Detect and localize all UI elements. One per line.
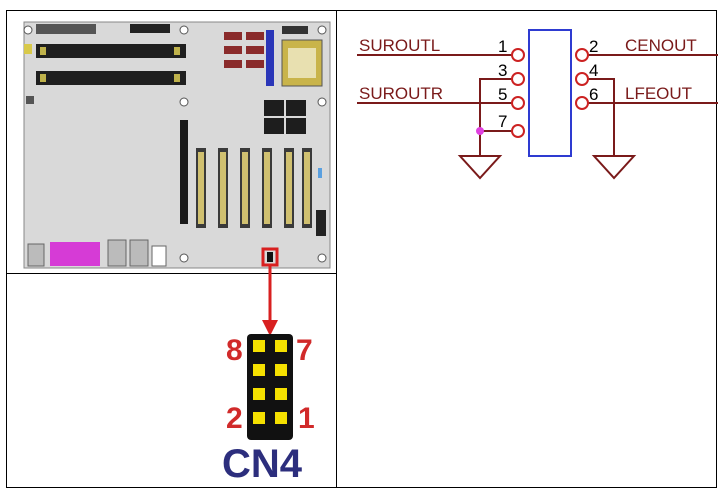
header-pin-label-top-right: 7	[296, 334, 313, 367]
signal-label-cenout: CENOUT	[625, 36, 697, 55]
row-divider	[6, 273, 337, 274]
header-pin-label-bottom-left: 2	[226, 402, 243, 435]
pin-number-2: 2	[589, 37, 598, 56]
header-pin-label-top-left: 8	[226, 334, 243, 367]
signal-label-suroutl: SUROUTL	[359, 36, 440, 55]
figure-frame	[6, 10, 717, 488]
motherboard-image	[23, 21, 331, 269]
pin-number-4: 4	[589, 61, 598, 80]
ground-symbol-icon	[457, 155, 503, 180]
header-pin-label-bottom-right: 1	[298, 402, 315, 435]
pin-number-1: 1	[498, 37, 507, 56]
connector-name: CN4	[222, 442, 303, 486]
pin-number-3: 3	[498, 61, 507, 80]
connector-body	[528, 29, 572, 157]
signal-label-suroutr: SUROUTR	[359, 84, 443, 103]
junction-dot	[476, 127, 484, 135]
pin-number-6: 6	[589, 85, 598, 104]
schematic	[357, 29, 718, 180]
pin-number-5: 5	[498, 85, 507, 104]
arrow-down-icon	[262, 265, 278, 336]
column-divider	[336, 10, 337, 488]
signal-label-lfeout: LFEOUT	[625, 84, 692, 103]
ground-symbol-icon	[591, 155, 637, 180]
pin-header-icon	[247, 334, 293, 440]
pin-number-7: 7	[498, 112, 507, 131]
